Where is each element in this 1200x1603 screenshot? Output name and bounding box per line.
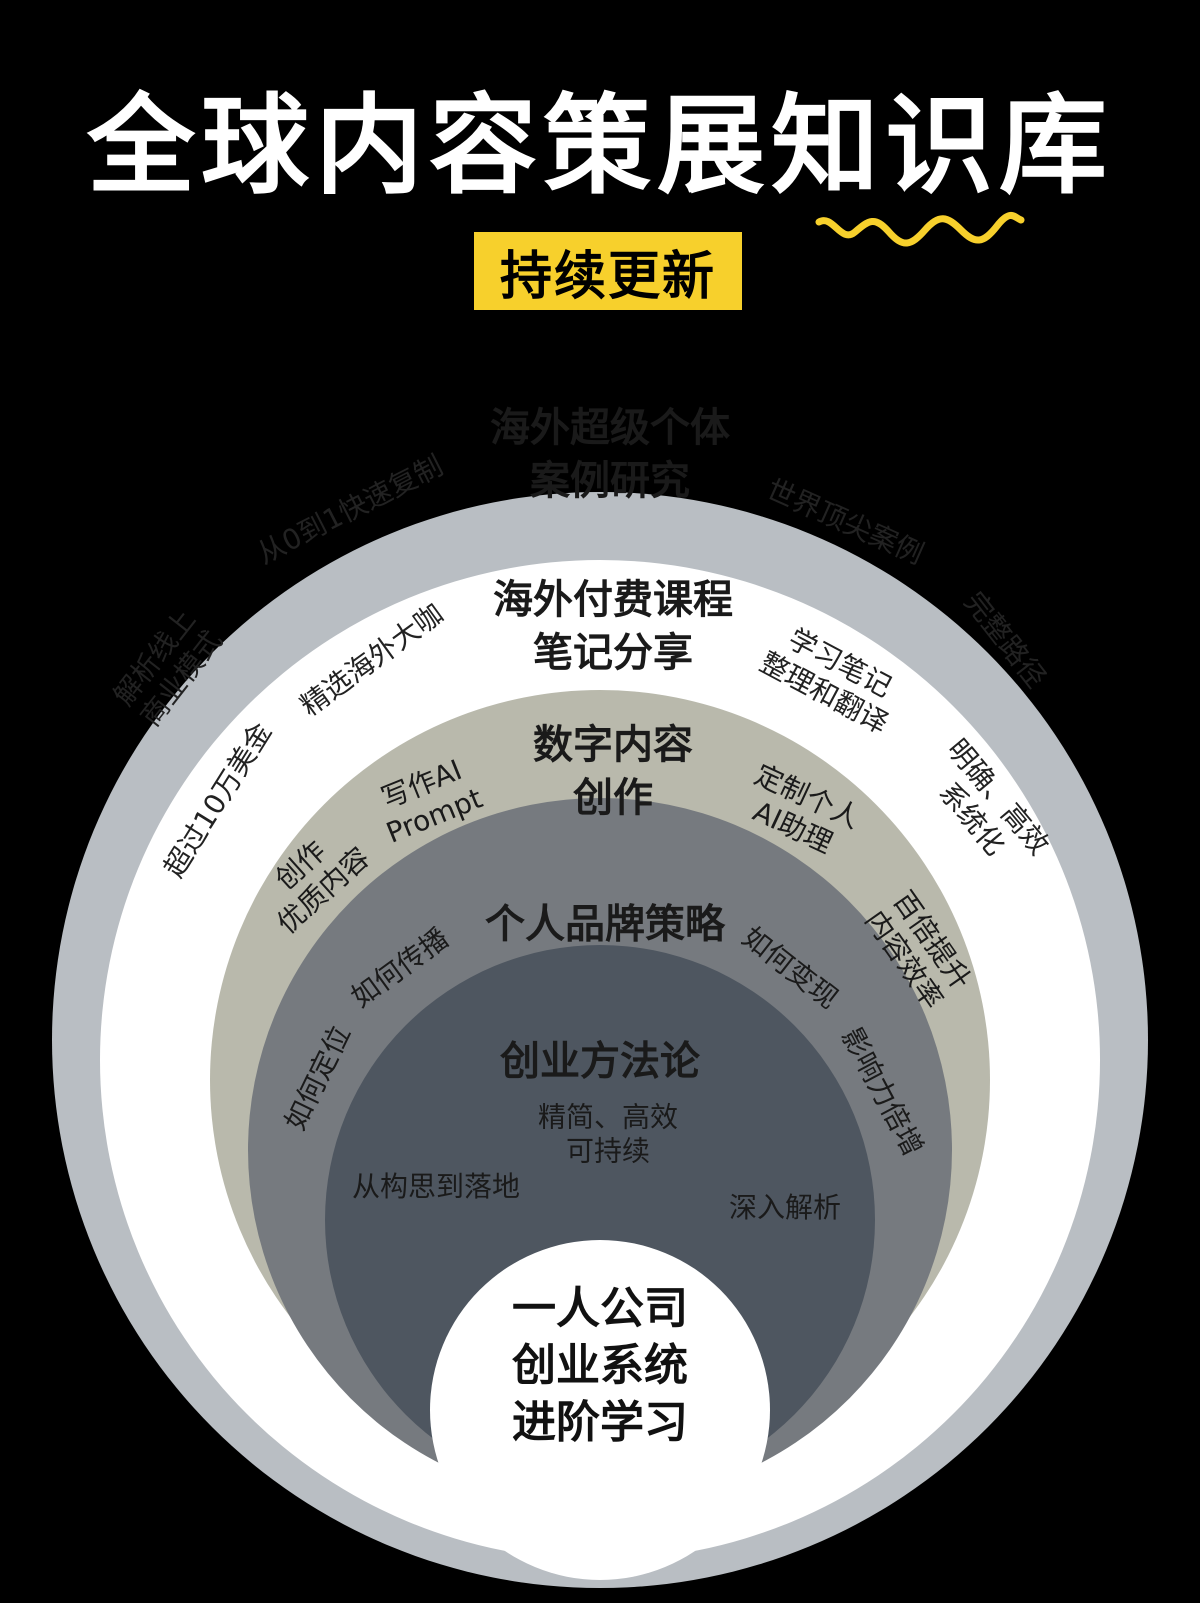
squiggle-underline-decoration	[815, 212, 1025, 247]
ring5-tag-idea-to-launch: 从构思到落地	[351, 1170, 521, 1204]
ring5-title: 创业方法论	[500, 1038, 700, 1085]
ring3-title: 数字内容 创作	[533, 722, 693, 821]
update-badge: 持续更新	[474, 232, 742, 310]
ring4-title: 个人品牌策略	[485, 901, 725, 948]
ring5-tag-lean: 精简、高效 可持续	[537, 1100, 679, 1167]
ring2-title: 海外付费课程 笔记分享	[493, 577, 733, 676]
core-circle	[430, 1240, 770, 1580]
ring5-tag-deep-analysis: 深入解析	[728, 1191, 842, 1225]
main-title: 全球内容策展知识库	[86, 84, 1113, 209]
core-text: 一人公司 创业系统 进阶学习	[512, 1283, 688, 1449]
ring1-title: 海外超级个体 案例研究	[490, 405, 730, 504]
